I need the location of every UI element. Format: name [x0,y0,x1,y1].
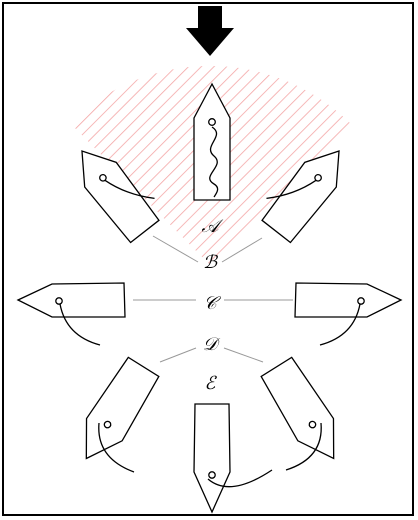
boat-e-running [194,404,272,512]
label-c: 𝒞 [203,293,221,314]
boat-broad-reach-starboard [259,356,352,470]
label-d: 𝒟 [203,334,221,355]
label-b: ℬ [203,252,219,273]
down-arrow-icon [186,6,234,56]
boat-beam-reach-starboard [295,283,401,345]
label-e: ℰ [205,373,218,394]
boat-broad-reach-port [69,356,162,472]
boat-beam-reach-port [18,283,125,345]
